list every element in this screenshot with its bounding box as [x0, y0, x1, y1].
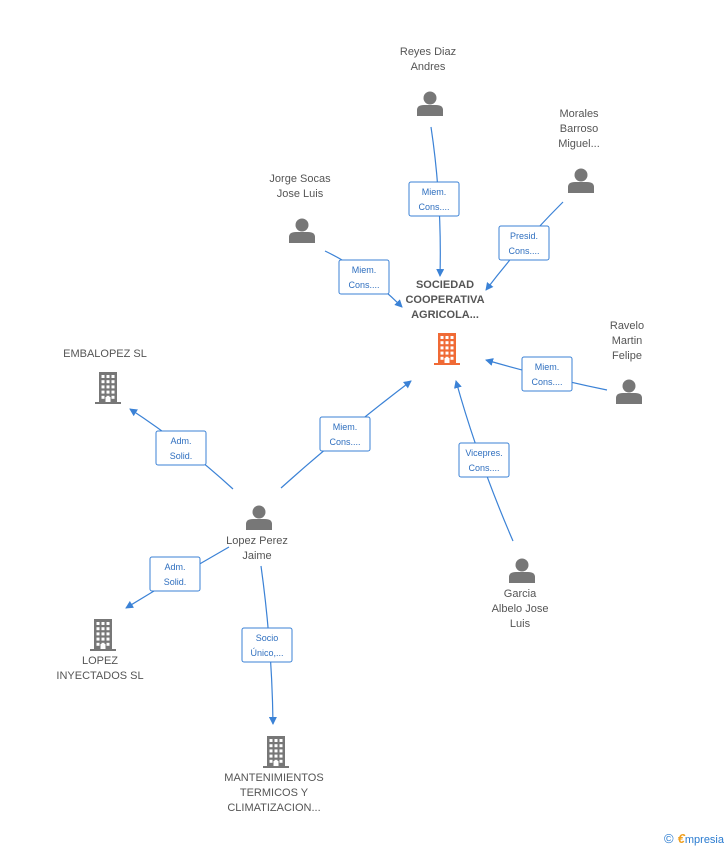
edge-label-text: Miem.: [333, 422, 358, 432]
edge-label-text: Cons....: [468, 463, 499, 473]
node-label: Jaime: [242, 550, 271, 562]
node-label: AGRICOLA...: [411, 309, 479, 321]
edge-label-text: Miem.: [352, 265, 377, 275]
person-icon[interactable]: [509, 558, 535, 584]
node-label: Luis: [510, 618, 531, 630]
building-icon[interactable]: [263, 736, 289, 768]
edge-lopez-to-lopezinyectados: Adm. Solid.: [125, 546, 230, 609]
edge-label-text: Adm.: [164, 562, 185, 572]
node-label: Reyes Diaz: [400, 46, 456, 58]
person-icon[interactable]: [616, 379, 642, 405]
edge-label-text: Cons....: [348, 280, 379, 290]
node-label: TERMICOS Y: [240, 787, 309, 799]
node-lopezinyectados[interactable]: LOPEZ INYECTADOS SL: [56, 619, 144, 682]
person-icon[interactable]: [246, 505, 272, 531]
edge-lopez-to-embalopez: Adm. Solid.: [129, 408, 234, 490]
brand-name: mpresia: [684, 834, 724, 846]
node-label: MANTENIMIENTOS: [224, 772, 323, 784]
edge-label-text: Solid.: [170, 451, 193, 461]
node-label: LOPEZ: [82, 655, 118, 667]
edge-label-text: Socio: [256, 633, 279, 643]
edge-label-box[interactable]: [408, 181, 460, 217]
edge-label-text: Vicepres.: [465, 448, 502, 458]
edge-garcia-to-main: Vicepres. Cons....: [454, 380, 514, 542]
footer-brand: ©€mpresia: [664, 831, 724, 846]
edge-label-box[interactable]: [241, 627, 293, 663]
edge-lopez-to-mantenimientos: SocioÚnico,...: [241, 565, 293, 725]
edge-label-text: Solid.: [164, 577, 187, 587]
edge-label-text: Cons....: [508, 246, 539, 256]
node-label: CLIMATIZACION...: [227, 802, 320, 814]
node-label: SOCIEDAD: [416, 279, 474, 291]
copyright-symbol: ©: [664, 831, 674, 846]
edge-reyes-to-main: Miem. Cons....: [408, 126, 460, 277]
person-icon[interactable]: [417, 91, 443, 117]
edge-ravelo-to-main: Miem. Cons....: [485, 356, 608, 392]
edge-label-text: Miem.: [535, 362, 560, 372]
edge-morales-to-main: Presid. Cons....: [485, 201, 564, 291]
building-icon[interactable]: [95, 372, 121, 404]
node-morales[interactable]: MoralesBarrosoMiguel...: [558, 108, 600, 193]
edge-lopez-to-main: Miem. Cons....: [280, 380, 412, 489]
edge-label-box[interactable]: [155, 430, 207, 466]
node-label: Andres: [411, 61, 446, 73]
person-icon[interactable]: [289, 218, 315, 244]
edge-label-text: Único,...: [250, 648, 283, 658]
node-embalopez[interactable]: EMBALOPEZ SL: [63, 348, 147, 404]
edge-label-box[interactable]: [319, 416, 371, 452]
brand-initial: €: [677, 831, 685, 846]
node-label: Martin: [612, 335, 643, 347]
edge-label-text: Cons....: [418, 202, 449, 212]
node-label: INYECTADOS SL: [56, 670, 143, 682]
node-label: Miguel...: [558, 138, 600, 150]
node-label: Morales: [559, 108, 599, 120]
node-label: COOPERATIVA: [405, 294, 484, 306]
node-mantenimientos[interactable]: MANTENIMIENTOS TERMICOS Y CLIMATIZACION...: [224, 736, 324, 814]
edge-label-text: Cons....: [329, 437, 360, 447]
edge-label-text: Presid.: [510, 231, 538, 241]
edge-label-box[interactable]: [149, 556, 201, 592]
node-label: Lopez Perez: [226, 535, 288, 547]
node-label: Barroso: [560, 123, 599, 135]
building-icon[interactable]: [90, 619, 116, 651]
person-icon[interactable]: [568, 168, 594, 194]
edge-label-box[interactable]: [521, 356, 573, 392]
node-label: Jose Luis: [277, 188, 324, 200]
edge-label-box[interactable]: [498, 225, 550, 261]
node-label: EMBALOPEZ SL: [63, 348, 147, 360]
edge-label-text: Miem.: [422, 187, 447, 197]
node-label: Ravelo: [610, 320, 644, 332]
node-label: Garcia: [504, 588, 537, 600]
edge-label-box[interactable]: [338, 259, 390, 295]
building-icon[interactable]: [434, 333, 460, 365]
node-label: Albelo Jose: [492, 603, 549, 615]
node-main[interactable]: SOCIEDAD COOPERATIVA AGRICOLA...: [405, 279, 485, 365]
edge-label-text: Cons....: [531, 377, 562, 387]
node-label: Felipe: [612, 350, 642, 362]
node-label: Jorge Socas: [269, 173, 331, 185]
edge-label-text: Adm.: [170, 436, 191, 446]
edge-label-box[interactable]: [458, 442, 510, 478]
edge-jorge-to-main: Miem. Cons....: [324, 250, 403, 308]
